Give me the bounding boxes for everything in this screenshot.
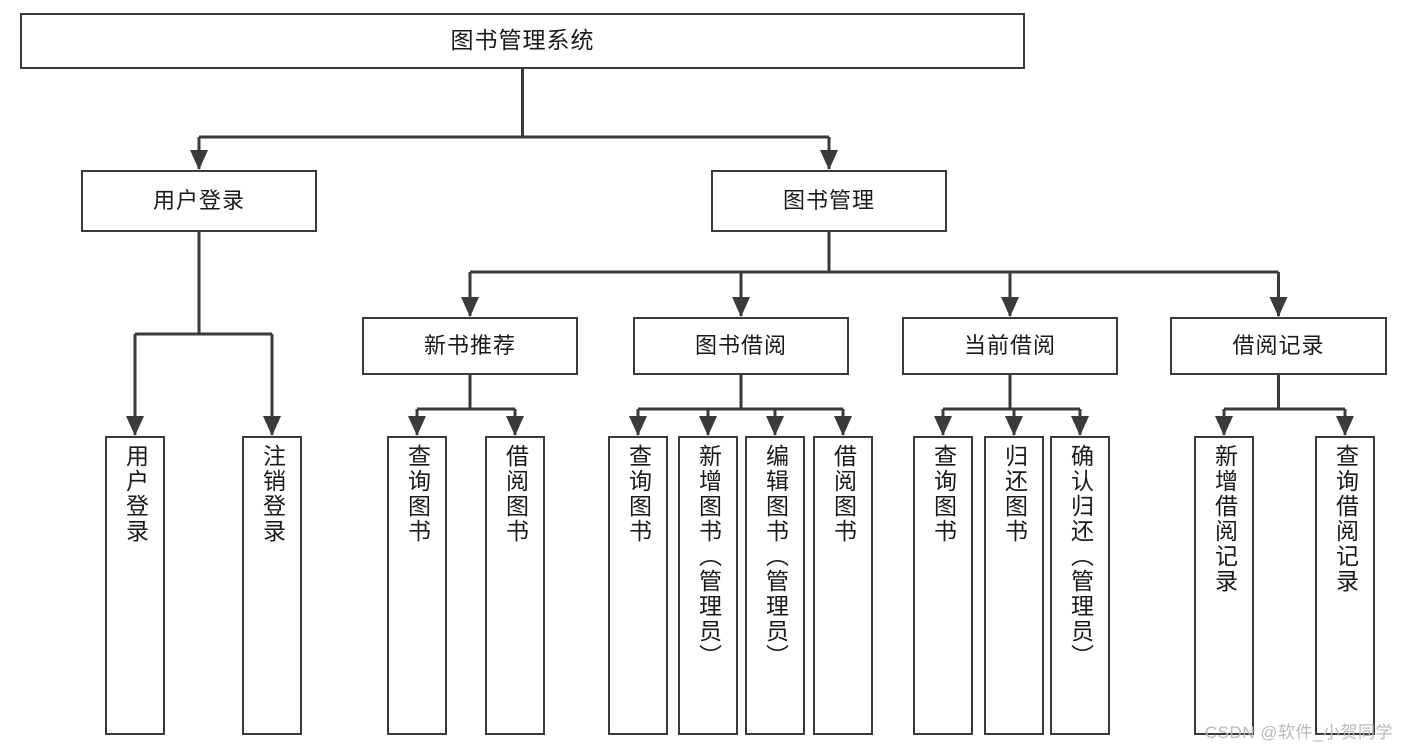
node-label: 编辑图书（管理员）: [762, 444, 789, 669]
node-label: 图书借阅: [694, 333, 787, 359]
node-label: 当前借阅: [963, 333, 1056, 359]
node-label: 用户登录: [152, 188, 245, 214]
leaf-current-query-book[interactable]: 查询图书: [913, 436, 973, 735]
leaf-borrow-edit-book-admin[interactable]: 编辑图书（管理员）: [745, 436, 805, 735]
leaf-borrow-query-book[interactable]: 查询图书: [608, 436, 668, 735]
node-root-system[interactable]: 图书管理系统: [20, 13, 1025, 69]
node-label: 查询图书: [930, 444, 957, 544]
node-label: 图书管理: [782, 188, 875, 214]
leaf-user-logout[interactable]: 注销登录: [242, 436, 302, 735]
node-label: 查询借阅记录: [1332, 444, 1359, 594]
node-label: 用户登录: [122, 444, 149, 544]
node-new-book-recommend[interactable]: 新书推荐: [362, 317, 578, 375]
node-label: 新增图书（管理员）: [695, 444, 722, 669]
node-label: 注销登录: [259, 444, 286, 544]
leaf-record-add-borrow-record[interactable]: 新增借阅记录: [1194, 436, 1254, 735]
node-label: 确认归还（管理员）: [1067, 444, 1094, 669]
node-book-borrow[interactable]: 图书借阅: [633, 317, 849, 375]
leaf-borrow-add-book-admin[interactable]: 新增图书（管理员）: [678, 436, 738, 735]
leaf-current-return-book[interactable]: 归还图书: [984, 436, 1044, 735]
node-label: 图书管理系统: [450, 27, 595, 54]
leaf-current-confirm-return-admin[interactable]: 确认归还（管理员）: [1050, 436, 1110, 735]
node-label: 借阅图书: [502, 444, 529, 544]
leaf-newbook-borrow-book[interactable]: 借阅图书: [485, 436, 545, 735]
leaf-borrow-borrow-book[interactable]: 借阅图书: [813, 436, 873, 735]
watermark-text: CSDN @软件_小贺同学: [1204, 723, 1393, 742]
node-label: 借阅图书: [830, 444, 857, 544]
node-label: 查询图书: [404, 444, 431, 544]
node-label: 借阅记录: [1232, 333, 1325, 359]
node-label: 查询图书: [625, 444, 652, 544]
leaf-user-login[interactable]: 用户登录: [105, 436, 165, 735]
node-label: 新增借阅记录: [1211, 444, 1238, 594]
node-borrow-record[interactable]: 借阅记录: [1170, 317, 1387, 375]
leaf-record-query-borrow-record[interactable]: 查询借阅记录: [1315, 436, 1375, 735]
node-user-login-module[interactable]: 用户登录: [81, 170, 317, 232]
leaf-newbook-query-book[interactable]: 查询图书: [387, 436, 447, 735]
node-book-management-module[interactable]: 图书管理: [711, 170, 947, 232]
node-current-borrow[interactable]: 当前借阅: [902, 317, 1118, 375]
node-label: 归还图书: [1001, 444, 1028, 544]
node-label: 新书推荐: [423, 333, 516, 359]
